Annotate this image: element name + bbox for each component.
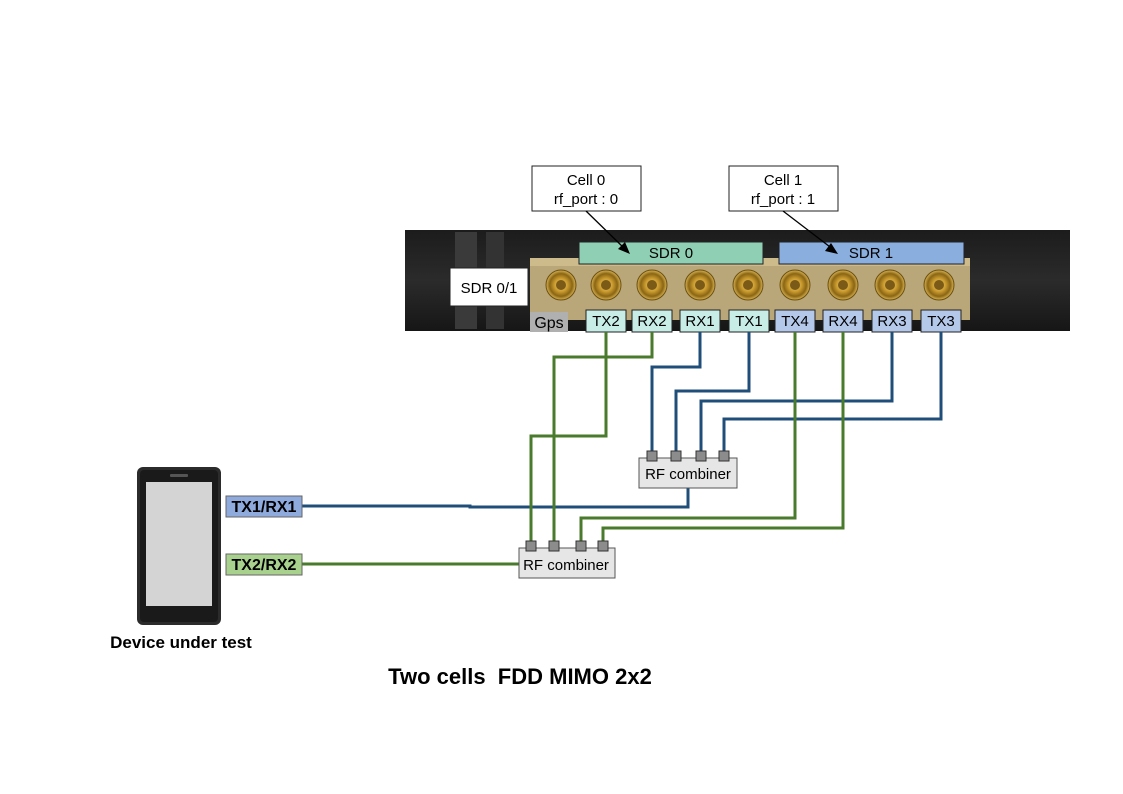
device-port1-label: TX1/RX1 bbox=[232, 499, 297, 516]
cable-tx3 bbox=[722, 332, 943, 452]
port-tx1: TX1 bbox=[735, 313, 763, 330]
sdr0-label: SDR 0 bbox=[649, 245, 693, 262]
port-tx4: TX4 bbox=[781, 313, 809, 330]
port-rx3: RX3 bbox=[877, 313, 906, 330]
cable-tx2 bbox=[529, 332, 608, 542]
device-under-test-label: Device under test bbox=[110, 633, 252, 652]
device-port2-label: TX2/RX2 bbox=[232, 557, 297, 574]
rf-combiner-bottom: RF combiner bbox=[518, 540, 616, 579]
cable-tx4 bbox=[579, 332, 797, 542]
port-labels: TX2 RX2 RX1 TX1 TX4 RX4 RX3 TX3 bbox=[585, 309, 962, 333]
rf-combiner-top-label: RF combiner bbox=[645, 466, 731, 483]
device-port1: TX1/RX1 bbox=[225, 495, 303, 518]
gps-label: Gps bbox=[534, 315, 563, 332]
phone-icon bbox=[137, 467, 221, 625]
rf-combiner-top: RF combiner bbox=[638, 450, 738, 489]
cable-rx1 bbox=[650, 332, 702, 452]
port-rx2: RX2 bbox=[637, 313, 666, 330]
cable-rx4 bbox=[601, 332, 845, 542]
sdr1-label: SDR 1 bbox=[849, 245, 893, 262]
sdr0-bar: SDR 0 bbox=[578, 241, 764, 265]
callout-cell0-line1: Cell 0 bbox=[567, 172, 605, 189]
cable-dut-port1 bbox=[302, 488, 690, 509]
sdr1-bar: SDR 1 bbox=[778, 241, 965, 265]
sdr01-label: SDR 0/1 bbox=[461, 280, 518, 297]
port-tx2: TX2 bbox=[592, 313, 620, 330]
callout-cell0-line2: rf_port : 0 bbox=[554, 191, 618, 208]
callout-cell0: Cell 0 rf_port : 0 bbox=[531, 165, 642, 254]
callout-cell1-line1: Cell 1 bbox=[764, 172, 802, 189]
sma-connectors bbox=[545, 269, 955, 301]
sdr01-box: SDR 0/1 bbox=[449, 267, 529, 307]
green-cables bbox=[302, 332, 845, 566]
callout-cell1: Cell 1 rf_port : 1 bbox=[728, 165, 839, 254]
device-port2: TX2/RX2 bbox=[225, 553, 303, 576]
port-rx1: RX1 bbox=[685, 313, 714, 330]
gps-box: Gps bbox=[530, 312, 568, 332]
callout-cell1-line2: rf_port : 1 bbox=[751, 191, 815, 208]
cable-tx1 bbox=[674, 332, 751, 452]
port-tx3: TX3 bbox=[927, 313, 955, 330]
cable-rx2 bbox=[552, 332, 654, 542]
rf-combiner-bottom-label: RF combiner bbox=[523, 557, 609, 574]
diagram-title: Two cells FDD MIMO 2x2 bbox=[388, 664, 652, 689]
port-rx4: RX4 bbox=[828, 313, 857, 330]
